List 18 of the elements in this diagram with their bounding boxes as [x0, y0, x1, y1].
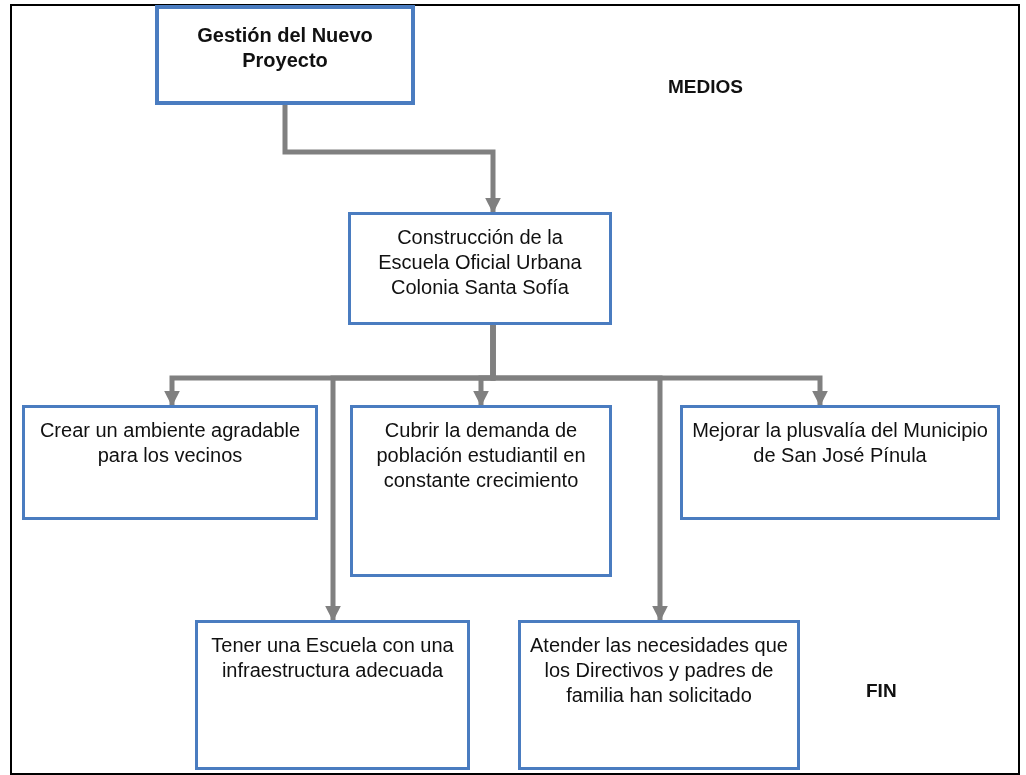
- box-text: Construcción de la Escuela Oficial Urbana Colonia Santa Sofía: [377, 225, 583, 300]
- process-box: [155, 5, 415, 105]
- box-text: Mejorar la plusvalía del Municipio de San José Pínula: [691, 418, 989, 468]
- arrow: [282, 105, 501, 214]
- section-label: FIN: [866, 680, 897, 702]
- box-text: Atender las necesidades que los Directivos y padres de familia han solicitado: [529, 633, 789, 708]
- process-box: [195, 620, 470, 770]
- process-box: [680, 405, 1000, 520]
- box-text: Tener una Escuela con una infraestructura adecuada: [210, 633, 455, 683]
- section-label: MEDIOS: [668, 76, 743, 98]
- process-box: [22, 405, 318, 520]
- box-text: Crear un ambiente agradable para los vecinos: [38, 418, 302, 468]
- arrow: [490, 325, 668, 622]
- process-box: [348, 212, 612, 325]
- box-text: Cubrir la demanda de población estudiantil en constante crecimiento: [375, 418, 587, 493]
- process-box: [518, 620, 800, 770]
- process-box: [350, 405, 612, 577]
- box-text: Gestión del Nuevo Proyecto: [196, 23, 374, 73]
